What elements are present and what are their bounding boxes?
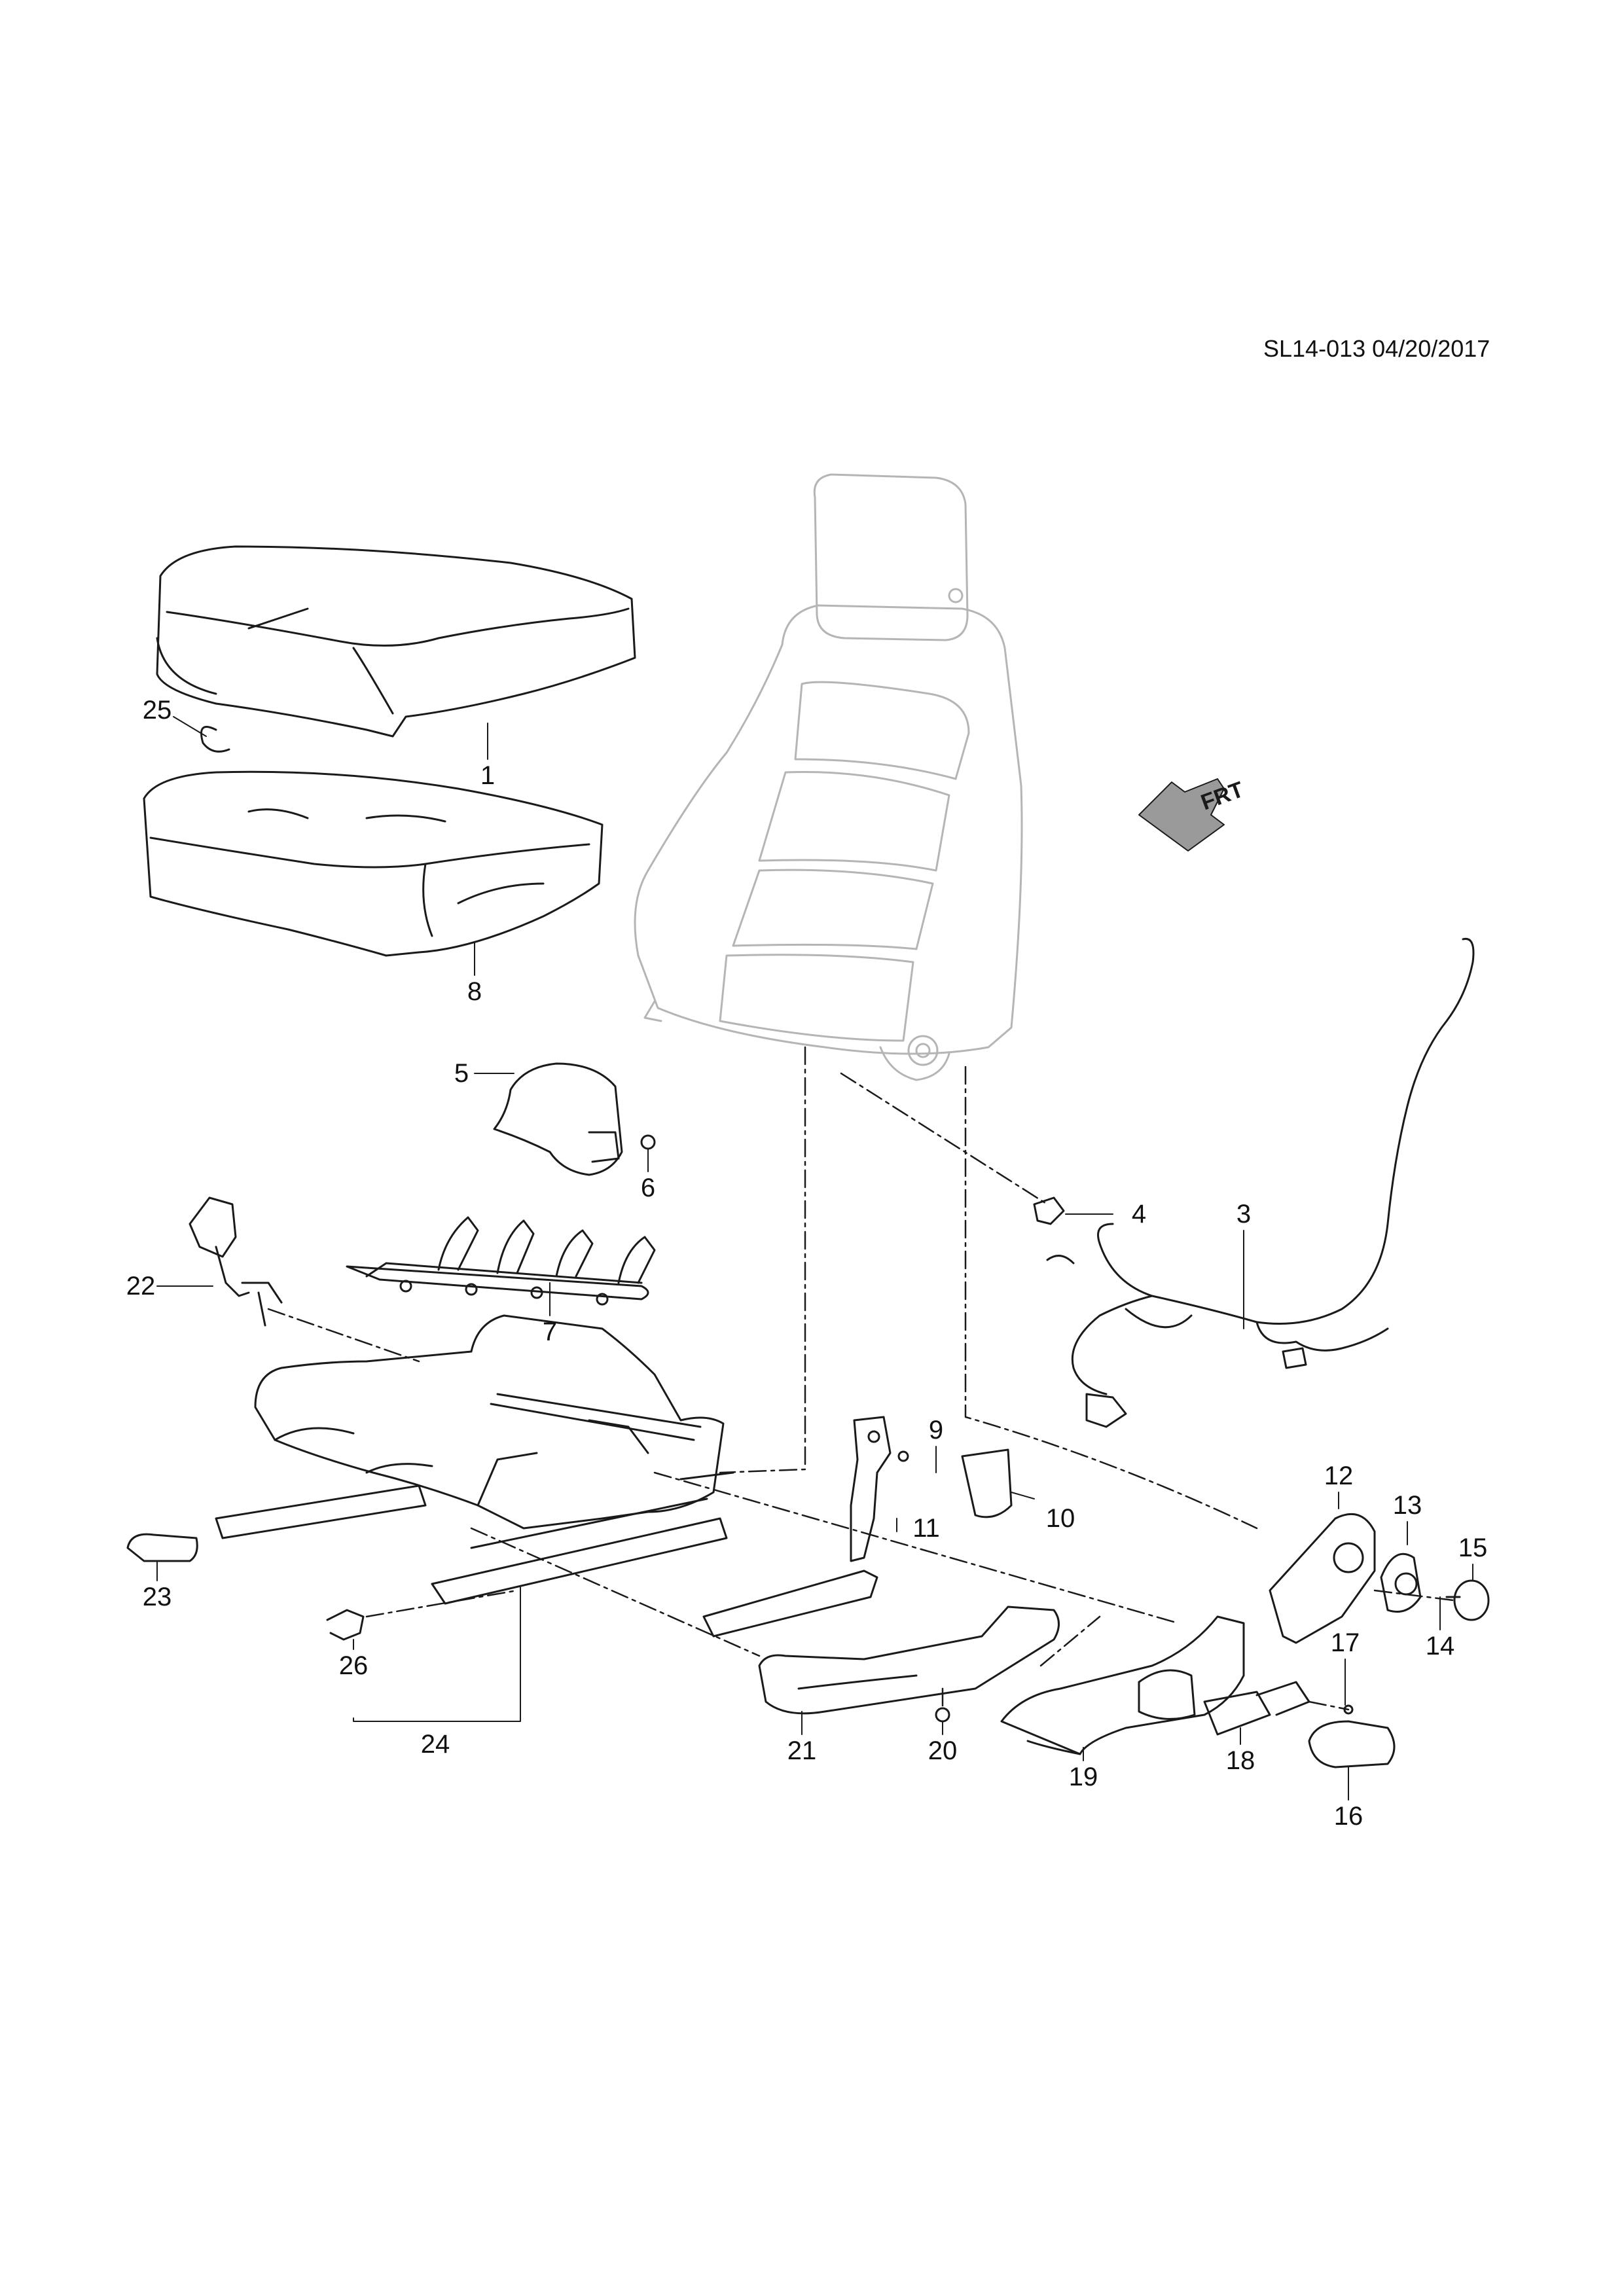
part-handle-23: [126, 1533, 198, 1562]
callout-15: 15: [1458, 1534, 1488, 1562]
part-cap-15: [1453, 1579, 1490, 1621]
part-bolt-20: [935, 1707, 950, 1723]
callout-13: 13: [1392, 1491, 1422, 1520]
callout-5: 5: [454, 1059, 469, 1088]
callout-26: 26: [338, 1651, 369, 1680]
callout-22: 22: [126, 1272, 156, 1300]
seat-back-phantom: [634, 473, 1023, 1081]
part-rail-cover-21: [758, 1605, 1060, 1715]
callout-11: 11: [912, 1514, 940, 1543]
callout-9: 9: [928, 1416, 944, 1444]
part-switch-18: [1203, 1681, 1310, 1736]
part-bolt-4: [1033, 1196, 1065, 1225]
part-spring-mat-7: [346, 1216, 656, 1306]
callout-18: 18: [1225, 1746, 1255, 1775]
part-seat-frame: [215, 1314, 734, 1605]
part-recliner-shaft-11: [850, 1416, 892, 1562]
part-bracket-cover-5: [493, 1062, 623, 1176]
part-cushion-pad: [143, 770, 604, 957]
part-side-shield-19: [1000, 1615, 1245, 1755]
callout-24: 24: [420, 1730, 450, 1759]
part-belt-buckle-22: [189, 1196, 283, 1327]
part-clip-25: [200, 726, 230, 753]
callout-19: 19: [1068, 1763, 1098, 1791]
part-recliner-bracket-12: [1269, 1513, 1376, 1644]
front-arrow-icon: FRT: [1138, 777, 1247, 852]
front-indicator-label: FRT: [1198, 777, 1247, 815]
diagram-id-date: SL14-013 04/20/2017: [1263, 335, 1490, 362]
part-knob-16: [1308, 1720, 1396, 1768]
part-cushion-cover: [156, 545, 636, 738]
part-screw-9: [897, 1450, 909, 1462]
part-clip-26: [326, 1609, 365, 1641]
part-nut-6: [640, 1134, 656, 1150]
part-adjuster-bar: [702, 1570, 878, 1638]
callout-16: 16: [1333, 1802, 1363, 1831]
callout-23: 23: [142, 1583, 172, 1611]
callout-8: 8: [467, 977, 482, 1006]
callout-21: 21: [787, 1736, 817, 1765]
part-cover-10: [961, 1448, 1013, 1518]
callout-14: 14: [1425, 1632, 1455, 1660]
leader-lines: [156, 716, 1473, 1801]
callout-6: 6: [640, 1174, 656, 1202]
callout-10: 10: [1045, 1504, 1075, 1533]
callout-25: 25: [142, 696, 172, 725]
part-wiring-harness-3: [1046, 937, 1475, 1428]
callout-3: 3: [1236, 1200, 1252, 1229]
callout-1: 1: [480, 761, 496, 790]
phantom-lines: [267, 1046, 1454, 1711]
callout-20: 20: [928, 1736, 958, 1765]
callout-12: 12: [1324, 1462, 1354, 1490]
part-knob-ring-13: [1380, 1552, 1422, 1613]
callout-4: 4: [1131, 1200, 1147, 1229]
callout-17: 17: [1330, 1628, 1360, 1657]
callout-7: 7: [542, 1318, 558, 1346]
